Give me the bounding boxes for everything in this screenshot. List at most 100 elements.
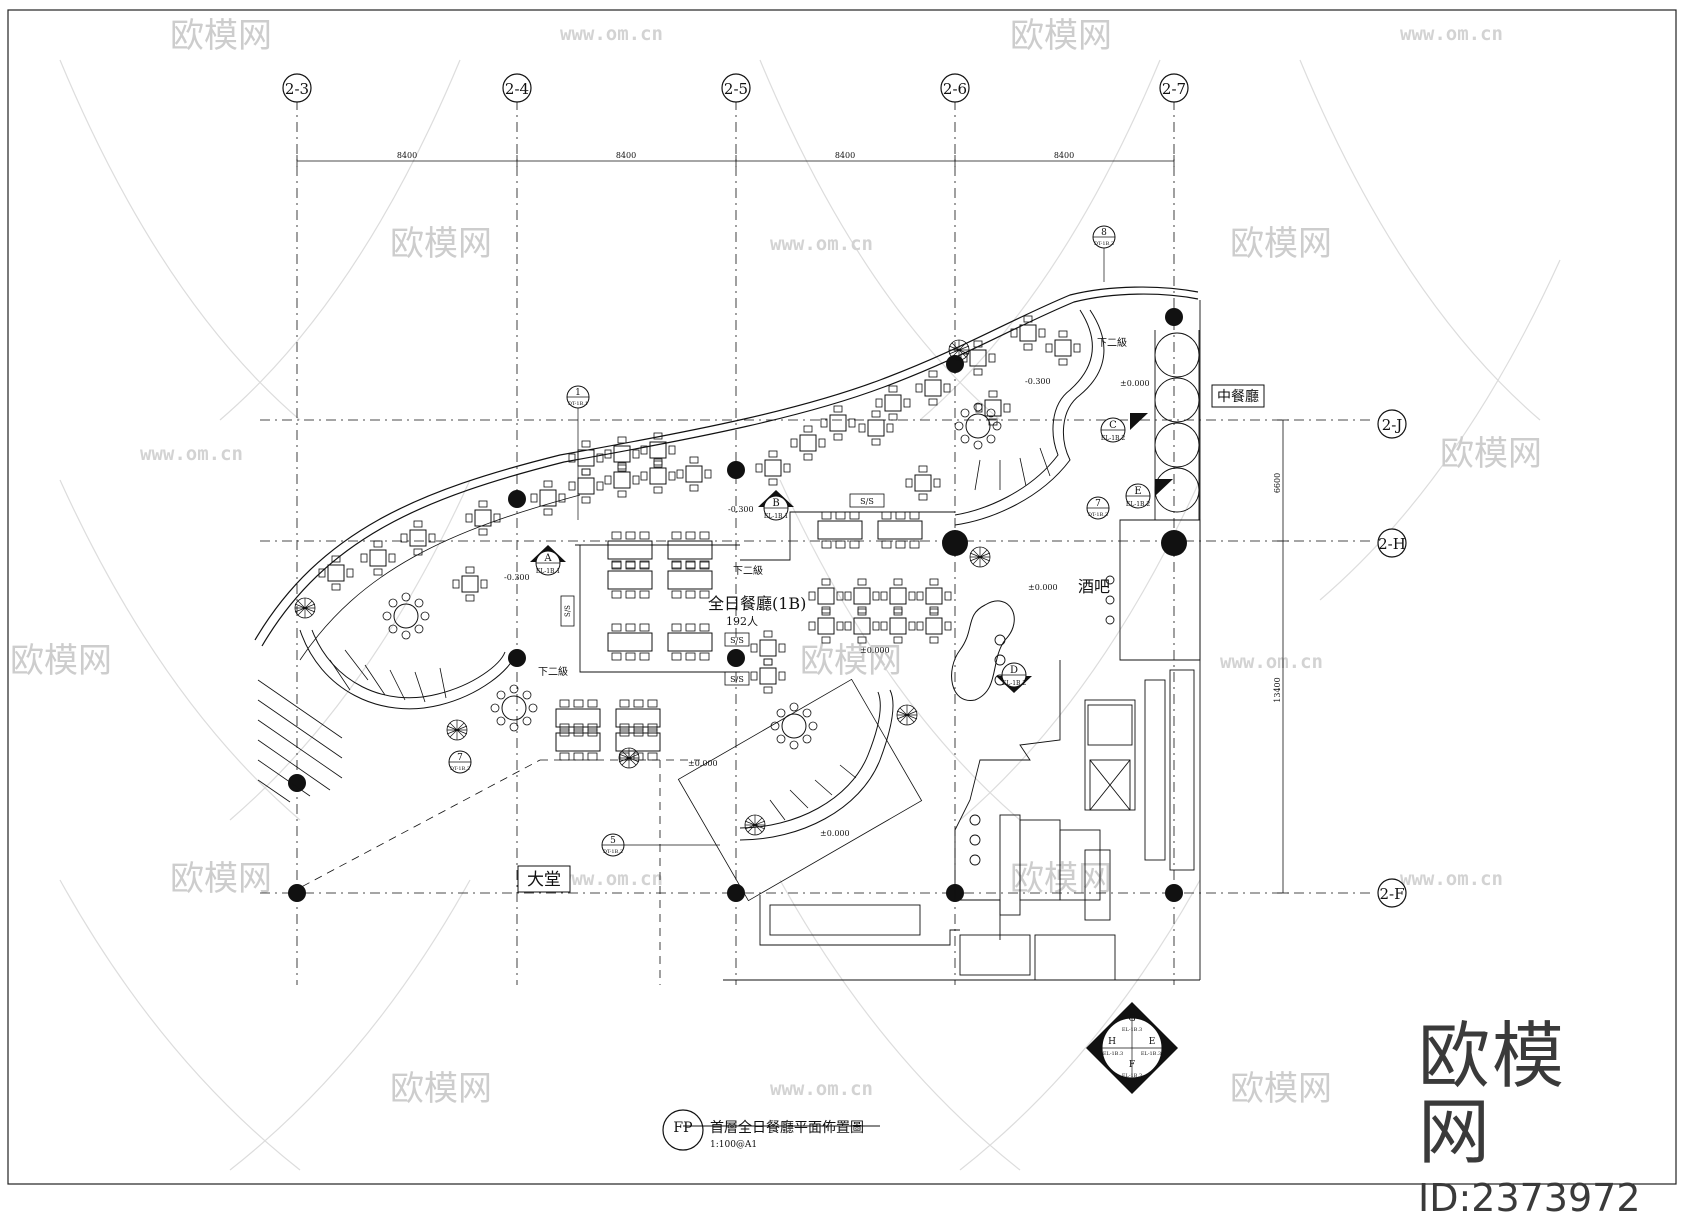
detail-mark-8: 8 DT-1B.3 — [1092, 225, 1116, 282]
column — [508, 649, 526, 667]
watermark-brand: 欧模网 — [1230, 1069, 1332, 1109]
planter-curves — [299, 309, 1105, 902]
watermark-brand: 欧模网 — [390, 224, 492, 264]
elevation-key-symbol: G EL-1B.3 H EL-1B.3 E EL-1B.3 F EL-1B.3 — [1086, 1002, 1178, 1094]
watermark-brand: 欧模网 — [1440, 434, 1542, 474]
detail-mark-7b: 7 DT-1B.3 — [1086, 496, 1110, 520]
key-mark-E-ref: EL-1B.3 — [1141, 1051, 1161, 1057]
level-note: ±0.000 — [1120, 379, 1150, 388]
level-note: ±0.000 — [860, 646, 890, 655]
svg-text:EL-1B.2: EL-1B.2 — [1126, 501, 1151, 508]
dimension-row: 13400 — [1273, 677, 1282, 702]
column — [288, 774, 306, 792]
svg-text:C: C — [1109, 420, 1117, 431]
grid-bubble-2-6: 2-6 — [940, 73, 970, 103]
svg-text:EL-1B.1: EL-1B.1 — [764, 513, 788, 520]
structural-columns — [288, 308, 1187, 902]
svg-text:E: E — [1134, 486, 1141, 497]
drawing-title: 首層全日餐廳平面佈置圖 — [710, 1119, 864, 1136]
dimension-top — [296, 155, 1175, 167]
grid-bubble-2-J: 2-J — [1377, 409, 1407, 439]
dimension-span: 8400 — [397, 151, 417, 160]
svg-text:D: D — [1010, 665, 1018, 676]
watermark-url: www.om.cn — [560, 868, 663, 890]
key-mark-G-ref: EL-1B.3 — [1122, 1027, 1142, 1033]
section-mark-A: A EL-1B.1 — [530, 545, 566, 576]
level-note: 下二級 — [1097, 336, 1127, 349]
svg-text:2-J: 2-J — [1382, 416, 1403, 434]
watermark-url: www.om.cn — [140, 443, 243, 465]
watermark-url: www.om.cn — [770, 1078, 873, 1100]
level-note: ±0.000 — [820, 829, 850, 838]
svg-text:DT-1B.3: DT-1B.3 — [1088, 512, 1108, 518]
lobby-tag: 大堂 — [517, 865, 571, 893]
section-mark-E: E EL-1B.2 — [1125, 479, 1173, 509]
level-note: 下二級 — [733, 564, 763, 577]
service-station: S/S — [564, 605, 572, 617]
chinese-restaurant-tag: 中餐廳 — [1211, 384, 1265, 408]
svg-text:2-6: 2-6 — [943, 80, 967, 98]
dimension-span: 8400 — [616, 151, 636, 160]
svg-text:5: 5 — [610, 836, 616, 846]
column — [727, 461, 745, 479]
svg-text:2-H: 2-H — [1378, 535, 1406, 553]
section-mark-C: C EL-1B.2 — [1100, 413, 1148, 443]
watermark-brand: 欧模网 — [170, 16, 272, 56]
grid-bubbles-columns: 2-3 2-4 2-5 2-6 2-7 — [282, 73, 1189, 103]
detail-mark-5: 5 DT-1B.2 — [601, 833, 720, 857]
column — [946, 355, 964, 373]
watermark-brand: 欧模网 — [1010, 859, 1112, 899]
dimension-span: 8400 — [1054, 151, 1074, 160]
column — [508, 490, 526, 508]
svg-text:2-4: 2-4 — [505, 80, 529, 98]
svg-text:7: 7 — [457, 753, 463, 763]
svg-text:EL-1B.1: EL-1B.1 — [536, 568, 560, 575]
curved-facade — [254, 286, 1199, 661]
watermark-url: www.om.cn — [560, 23, 663, 45]
svg-text:7: 7 — [1095, 499, 1101, 509]
watermark-brand: 欧模网 — [170, 859, 272, 899]
watermark-brand: 欧模网 — [10, 641, 112, 681]
watermark-layer: 欧模网 www.om.cn 欧模网 www.om.cn 欧模网 www.om.c… — [10, 16, 1561, 1171]
svg-text:DT-1B.2: DT-1B.2 — [450, 766, 470, 772]
bar-label: 酒吧 — [1078, 577, 1110, 596]
dimension-span: 8400 — [835, 151, 855, 160]
key-mark-H: H — [1108, 1037, 1116, 1047]
svg-text:A: A — [543, 553, 552, 564]
service-station: S/S — [860, 497, 874, 506]
svg-text:EL-1B.2: EL-1B.2 — [1002, 680, 1027, 687]
detail-mark-7a: 7 DT-1B.2 — [448, 750, 472, 774]
glazing-screens — [1154, 330, 1200, 520]
section-mark-B: B EL-1B.1 — [758, 490, 794, 521]
detail-mark-1: 1 DT-1B.1 — [566, 385, 590, 520]
watermark-url: www.om.cn — [770, 233, 873, 255]
service-stations: S/S S/S S/S S/S — [560, 493, 885, 686]
dimension-row: 6600 — [1273, 473, 1282, 493]
key-mark-E: E — [1149, 1037, 1156, 1047]
brand-name: 欧模网 — [1418, 1014, 1567, 1174]
key-mark-H-ref: EL-1B.3 — [1103, 1051, 1123, 1057]
column — [288, 884, 306, 902]
watermark-brand: 欧模网 — [1230, 224, 1332, 264]
floor-plan-sheet: 欧模网 www.om.cn 欧模网 www.om.cn 欧模网 www.om.c… — [7, 9, 1677, 1185]
column — [1165, 308, 1183, 326]
watermark-brand: 欧模网 — [390, 1069, 492, 1109]
svg-text:2-5: 2-5 — [724, 80, 748, 98]
dining-room-capacity: 192人 — [726, 615, 758, 628]
svg-text:8: 8 — [1101, 228, 1107, 238]
raised-platform — [575, 511, 955, 673]
grid-bubble-2-7: 2-7 — [1159, 73, 1189, 103]
svg-text:2-3: 2-3 — [285, 80, 309, 98]
booths — [329, 447, 1051, 821]
grid-bubbles-rows: 2-J 2-H 2-F — [1377, 409, 1407, 908]
column — [942, 530, 968, 556]
svg-text:DT-1B.2: DT-1B.2 — [603, 849, 623, 855]
dining-room-name: 全日餐廳(1B) — [708, 594, 806, 613]
grid-bubble-2-5: 2-5 — [721, 73, 751, 103]
brand-id: ID:2373972 — [1418, 1176, 1641, 1220]
grid-bubble-2-4: 2-4 — [502, 73, 532, 103]
svg-text:大堂: 大堂 — [527, 870, 561, 890]
drawing-title-block: FP 首層全日餐廳平面佈置圖 1:100@A1 — [662, 1109, 880, 1151]
drawing-scale: 1:100@A1 — [710, 1140, 757, 1150]
column — [727, 649, 745, 667]
